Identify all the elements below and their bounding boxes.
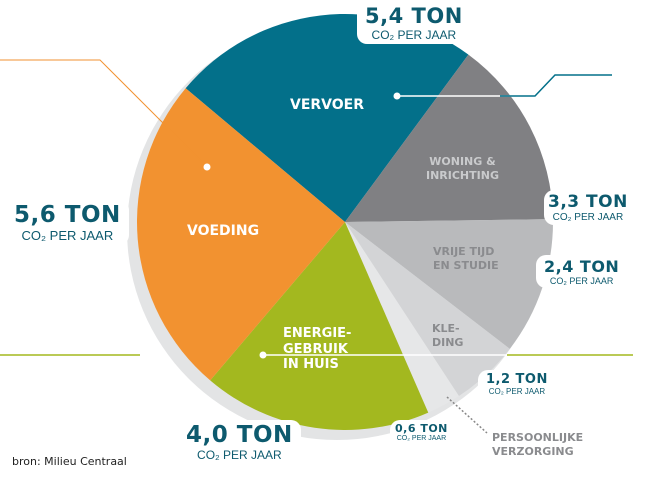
- slice-label-voeding: VOEDING: [187, 223, 260, 239]
- slice-label-kleding: KLE-DING: [432, 322, 464, 349]
- pie-slice-voeding: [136, 88, 345, 381]
- value-callout-vervoer: 5,4 TON CO₂ PER JAAR: [357, 2, 471, 44]
- leader-dot-energie: [259, 351, 267, 359]
- pie-slice-persoonlijke-verzorging: [345, 222, 459, 413]
- leader-line-vervoer-outer: [500, 74, 612, 97]
- slice-label-vervoer: VERVOER: [290, 97, 365, 113]
- value-callout-persoonlijke-verzorging: 0,6 TON CO₂ PER JAAR: [390, 420, 453, 444]
- value-callout-vrije-tijd: 2,4 TON CO₂ PER JAAR: [536, 255, 628, 288]
- pie-slice-kleding: [345, 222, 510, 397]
- pie-slice-vervoer: [185, 13, 469, 222]
- slice-label-woning: WONING &INRICHTING: [426, 155, 499, 182]
- leader-line-voeding: [0, 59, 208, 168]
- value-callout-voeding: 5,6 TON CO₂ PER JAAR: [6, 200, 129, 245]
- pie-slice-energiegebruik-in-huis: [210, 222, 429, 431]
- leader-line-persoonlijke-verzorging: [446, 396, 488, 434]
- value-callout-woning: 3,3 TON CO₂ PER JAAR: [544, 190, 632, 225]
- pie-slice-vrije-tijd-en-studie: [345, 219, 553, 349]
- value-callout-energie: 4,0 TON CO₂ PER JAAR: [178, 420, 301, 464]
- leader-dot-voeding: [203, 163, 211, 171]
- leader-dot-vervoer: [393, 92, 401, 100]
- value-callout-kleding: 1,2 TON CO₂ PER JAAR: [478, 370, 556, 398]
- source-note: bron: Milieu Centraal: [12, 455, 127, 468]
